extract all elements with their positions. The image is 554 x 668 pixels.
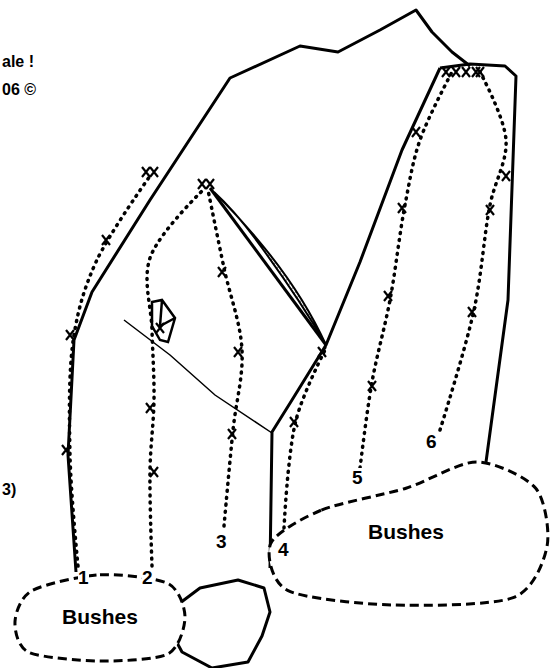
bolt-cross [398, 203, 406, 213]
route-line [208, 190, 242, 526]
route-line [147, 188, 205, 566]
bolt-cross [462, 67, 470, 77]
bushes-area: Bushes [12, 570, 188, 664]
roof-edge [210, 188, 326, 345]
callout-number: 2 [142, 568, 153, 587]
bolt-cross [62, 445, 70, 455]
area-label: Bushes [368, 520, 444, 544]
callout-number: 3 [216, 532, 227, 551]
bolt-cross [412, 127, 420, 137]
route-line [284, 348, 326, 528]
area-label: Bushes [62, 605, 138, 629]
copyright-text: 06 © [2, 82, 36, 98]
bolt-cross [66, 330, 74, 340]
bolt-cross [150, 167, 158, 177]
bolt-cross [486, 205, 494, 215]
note-text: ale ! [2, 54, 34, 70]
route-line [69, 176, 150, 566]
bolt-cross [156, 323, 164, 333]
bolt-cross [468, 307, 476, 317]
bolt-cross [290, 417, 298, 427]
bolt-cross [206, 179, 214, 189]
bolt-cross [146, 403, 154, 413]
bolt-cross [502, 171, 510, 181]
piton-symbol [152, 300, 175, 342]
bolt-cross [442, 67, 450, 77]
bolt-cross [368, 381, 376, 391]
callout-number: 1 [78, 568, 89, 587]
bolt-cross [142, 167, 150, 177]
bolt-cross [234, 347, 242, 357]
bolt-cross [318, 347, 326, 357]
bolt-cross [476, 67, 484, 77]
note-text: 3) [2, 482, 16, 498]
bolt-cross [218, 267, 226, 277]
callout-number: 4 [278, 540, 289, 559]
rock-outline [440, 64, 516, 462]
bolt-cross [198, 179, 206, 189]
callout-number: 5 [352, 468, 363, 487]
route-line [360, 72, 452, 468]
bolt-cross [150, 467, 158, 477]
bolt-cross [452, 67, 460, 77]
route-line [440, 72, 506, 430]
bolt-cross [384, 291, 392, 301]
crack-line [124, 320, 272, 433]
bolt-cross [102, 235, 110, 245]
bushes-area: Bushes [262, 456, 550, 608]
bolt-cross [228, 429, 236, 439]
callout-number: 6 [426, 432, 437, 451]
